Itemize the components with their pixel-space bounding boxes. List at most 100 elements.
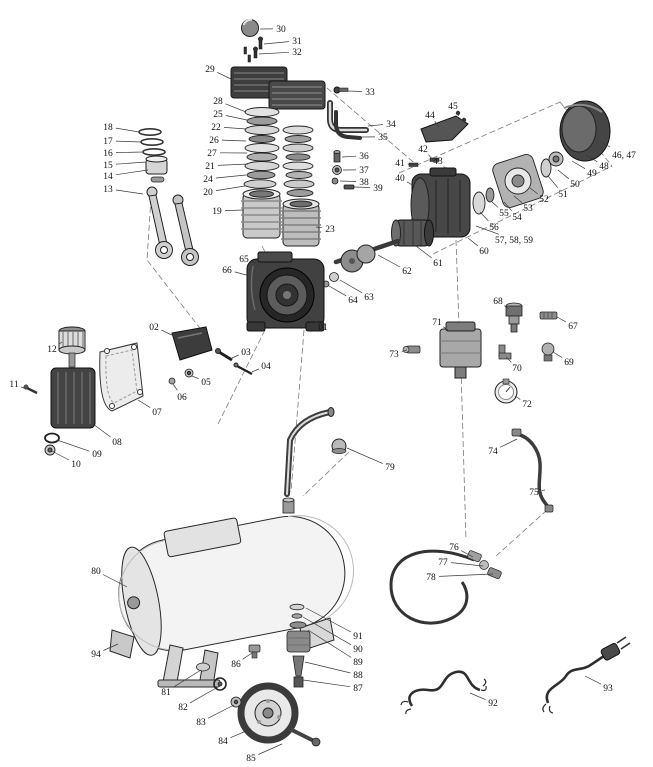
leader-line-94 [103,643,119,651]
leader-line-49 [571,160,586,170]
leader-line-01 [306,315,317,323]
callout-label-46-47: 46, 47 [612,151,636,161]
callout-label-94: 94 [91,650,101,660]
leader-line-70 [505,356,512,363]
part-drain-hose [389,549,475,625]
callout-label-26: 26 [209,136,219,146]
leader-line-45 [456,112,460,117]
callout-label-35: 35 [378,133,388,143]
part-muffler-body [50,367,96,429]
callout-label-37: 37 [359,166,369,176]
leader-line-83 [207,704,235,719]
callout-label-15: 15 [103,161,113,171]
leader-line-25 [225,115,248,121]
leader-line-13 [115,189,144,195]
leader-line-23 [315,226,323,229]
part-valve-fittings [331,150,355,190]
callout-label-50: 50 [570,180,580,190]
callout-label-67: 67 [568,322,578,332]
leader-line-81 [172,669,202,688]
part-pressure-gauge [494,378,518,404]
leader-line-89 [307,629,352,658]
callout-label-20: 20 [203,188,213,198]
callout-label-08: 08 [112,438,122,448]
leader-line-76 [460,550,474,558]
callout-label-52: 52 [539,195,549,205]
callout-label-01: 01 [318,323,328,333]
callout-label-48: 48 [599,162,609,172]
leader-line-16 [115,151,144,153]
callout-label-82: 82 [178,703,188,713]
leader-line-36 [341,155,357,158]
callout-label-87: 87 [353,684,363,694]
callout-label-25: 25 [213,110,223,120]
part-elbow-fitting [498,344,512,360]
callout-label-93: 93 [603,684,613,694]
leader-line-04 [251,368,259,373]
leader-line-05 [191,375,199,380]
leader-line-12 [58,341,63,345]
leader-line-19 [224,209,244,211]
part-tank-foot [109,629,135,659]
callout-label-12: 12 [47,345,57,355]
leader-line-14 [115,169,149,176]
callout-label-24: 24 [203,175,213,185]
callout-label-43: 43 [433,157,443,167]
callout-label-70: 70 [512,364,522,374]
callout-label-68: 68 [493,297,503,307]
part-outlet-pipe [327,100,369,140]
callout-label-19: 19 [212,207,222,217]
leader-line-85 [258,743,283,755]
part-discharge-tube [511,428,554,513]
callout-label-69: 69 [564,358,574,368]
leader-line-57-58-59 [475,225,500,235]
callout-label-76: 76 [449,543,459,553]
callout-label-21: 21 [205,162,215,172]
part-handle-tube [284,407,335,497]
part-wheel [237,682,299,744]
callout-label-88: 88 [353,671,363,681]
leader-line-61 [415,245,432,259]
leader-line-07 [137,399,151,408]
leader-line-54 [503,201,512,212]
leader-line-65 [251,261,260,266]
callout-label-75: 75 [529,488,539,498]
leader-line-84 [230,728,252,739]
callout-label-42: 42 [418,145,428,155]
callout-label-23: 23 [325,225,335,235]
part-rotor [391,219,434,247]
leader-line-44 [434,120,440,128]
callout-label-34: 34 [386,120,396,130]
callout-label-32: 32 [292,48,302,58]
callout-label-84: 84 [218,737,228,747]
callout-label-60: 60 [479,247,489,257]
leader-line-82 [189,686,219,704]
part-head-screws [243,36,263,63]
callout-label-31: 31 [292,37,302,47]
callout-label-09: 09 [92,450,102,460]
callout-label-92: 92 [488,699,498,709]
leader-line-34 [367,124,384,127]
callout-label-38: 38 [359,178,369,188]
leader-line-67 [556,316,567,323]
leader-line-66 [234,271,251,277]
callout-label-49: 49 [587,169,597,179]
leader-line-08 [92,423,111,438]
part-inlet-fitting [402,345,421,354]
callout-label-57-58-59: 57, 58, 59 [495,236,533,246]
leader-line-74 [500,438,518,448]
callout-label-04: 04 [261,362,271,372]
leader-line-41 [407,163,414,166]
callout-label-44: 44 [425,111,435,121]
part-drain-valve [248,644,261,659]
callout-label-13: 13 [103,185,113,195]
leader-line-03 [231,354,239,359]
callout-label-63: 63 [364,293,374,303]
callout-label-14: 14 [103,172,113,182]
leader-line-71 [443,326,450,332]
leader-line-17 [115,140,142,143]
leader-line-60 [467,237,479,247]
leader-line-80 [102,574,128,588]
leader-line-11 [21,386,27,390]
callout-label-86: 86 [231,660,241,670]
